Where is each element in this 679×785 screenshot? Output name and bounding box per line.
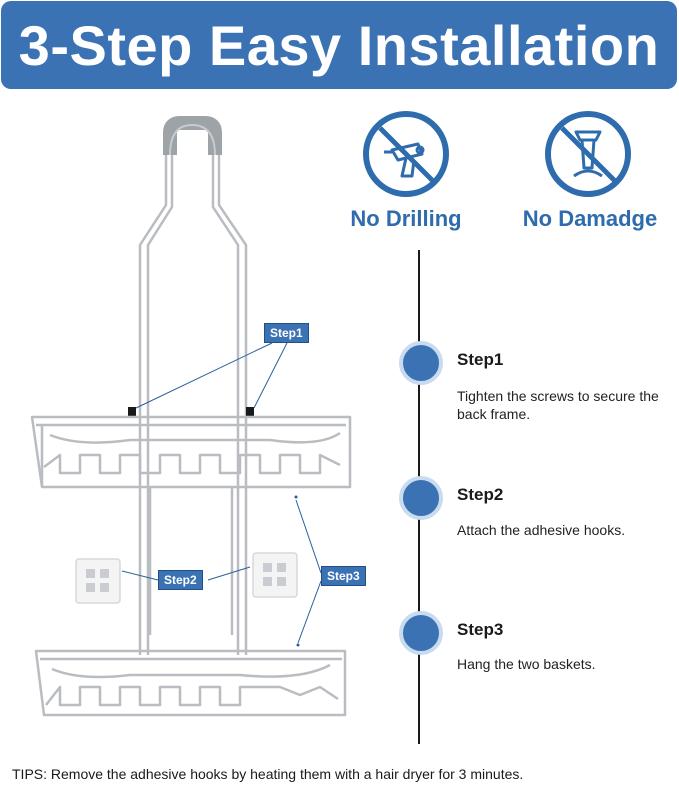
step1-title: Step1: [457, 350, 504, 369]
no-screw-icon: [545, 111, 631, 197]
shower-caddy-illustration: [30, 116, 352, 717]
step1-dot: [399, 341, 443, 385]
badge-no-damage-label: No Damadge: [522, 206, 658, 231]
callout-step3: Step3: [321, 566, 366, 586]
callout-step1: Step1: [264, 323, 309, 343]
no-drill-icon: [363, 111, 449, 197]
step2-dot: [399, 476, 443, 520]
title-banner: 3-Step Easy Installation: [1, 1, 677, 89]
step2-title: Step2: [457, 485, 504, 504]
step3-title: Step3: [457, 620, 504, 639]
step2-description: Attach the adhesive hooks.: [457, 522, 626, 538]
step1-description: Tighten the screws to secure the back fr…: [457, 388, 659, 422]
page-title: 3-Step Easy Installation: [18, 13, 660, 77]
step3-description: Hang the two baskets.: [457, 656, 596, 672]
step3-dot: [399, 611, 443, 655]
badge-no-drilling-label: No Drilling: [350, 206, 462, 231]
callout-step2: Step2: [158, 570, 203, 590]
tips-text: TIPS: Remove the adhesive hooks by heati…: [12, 766, 524, 782]
